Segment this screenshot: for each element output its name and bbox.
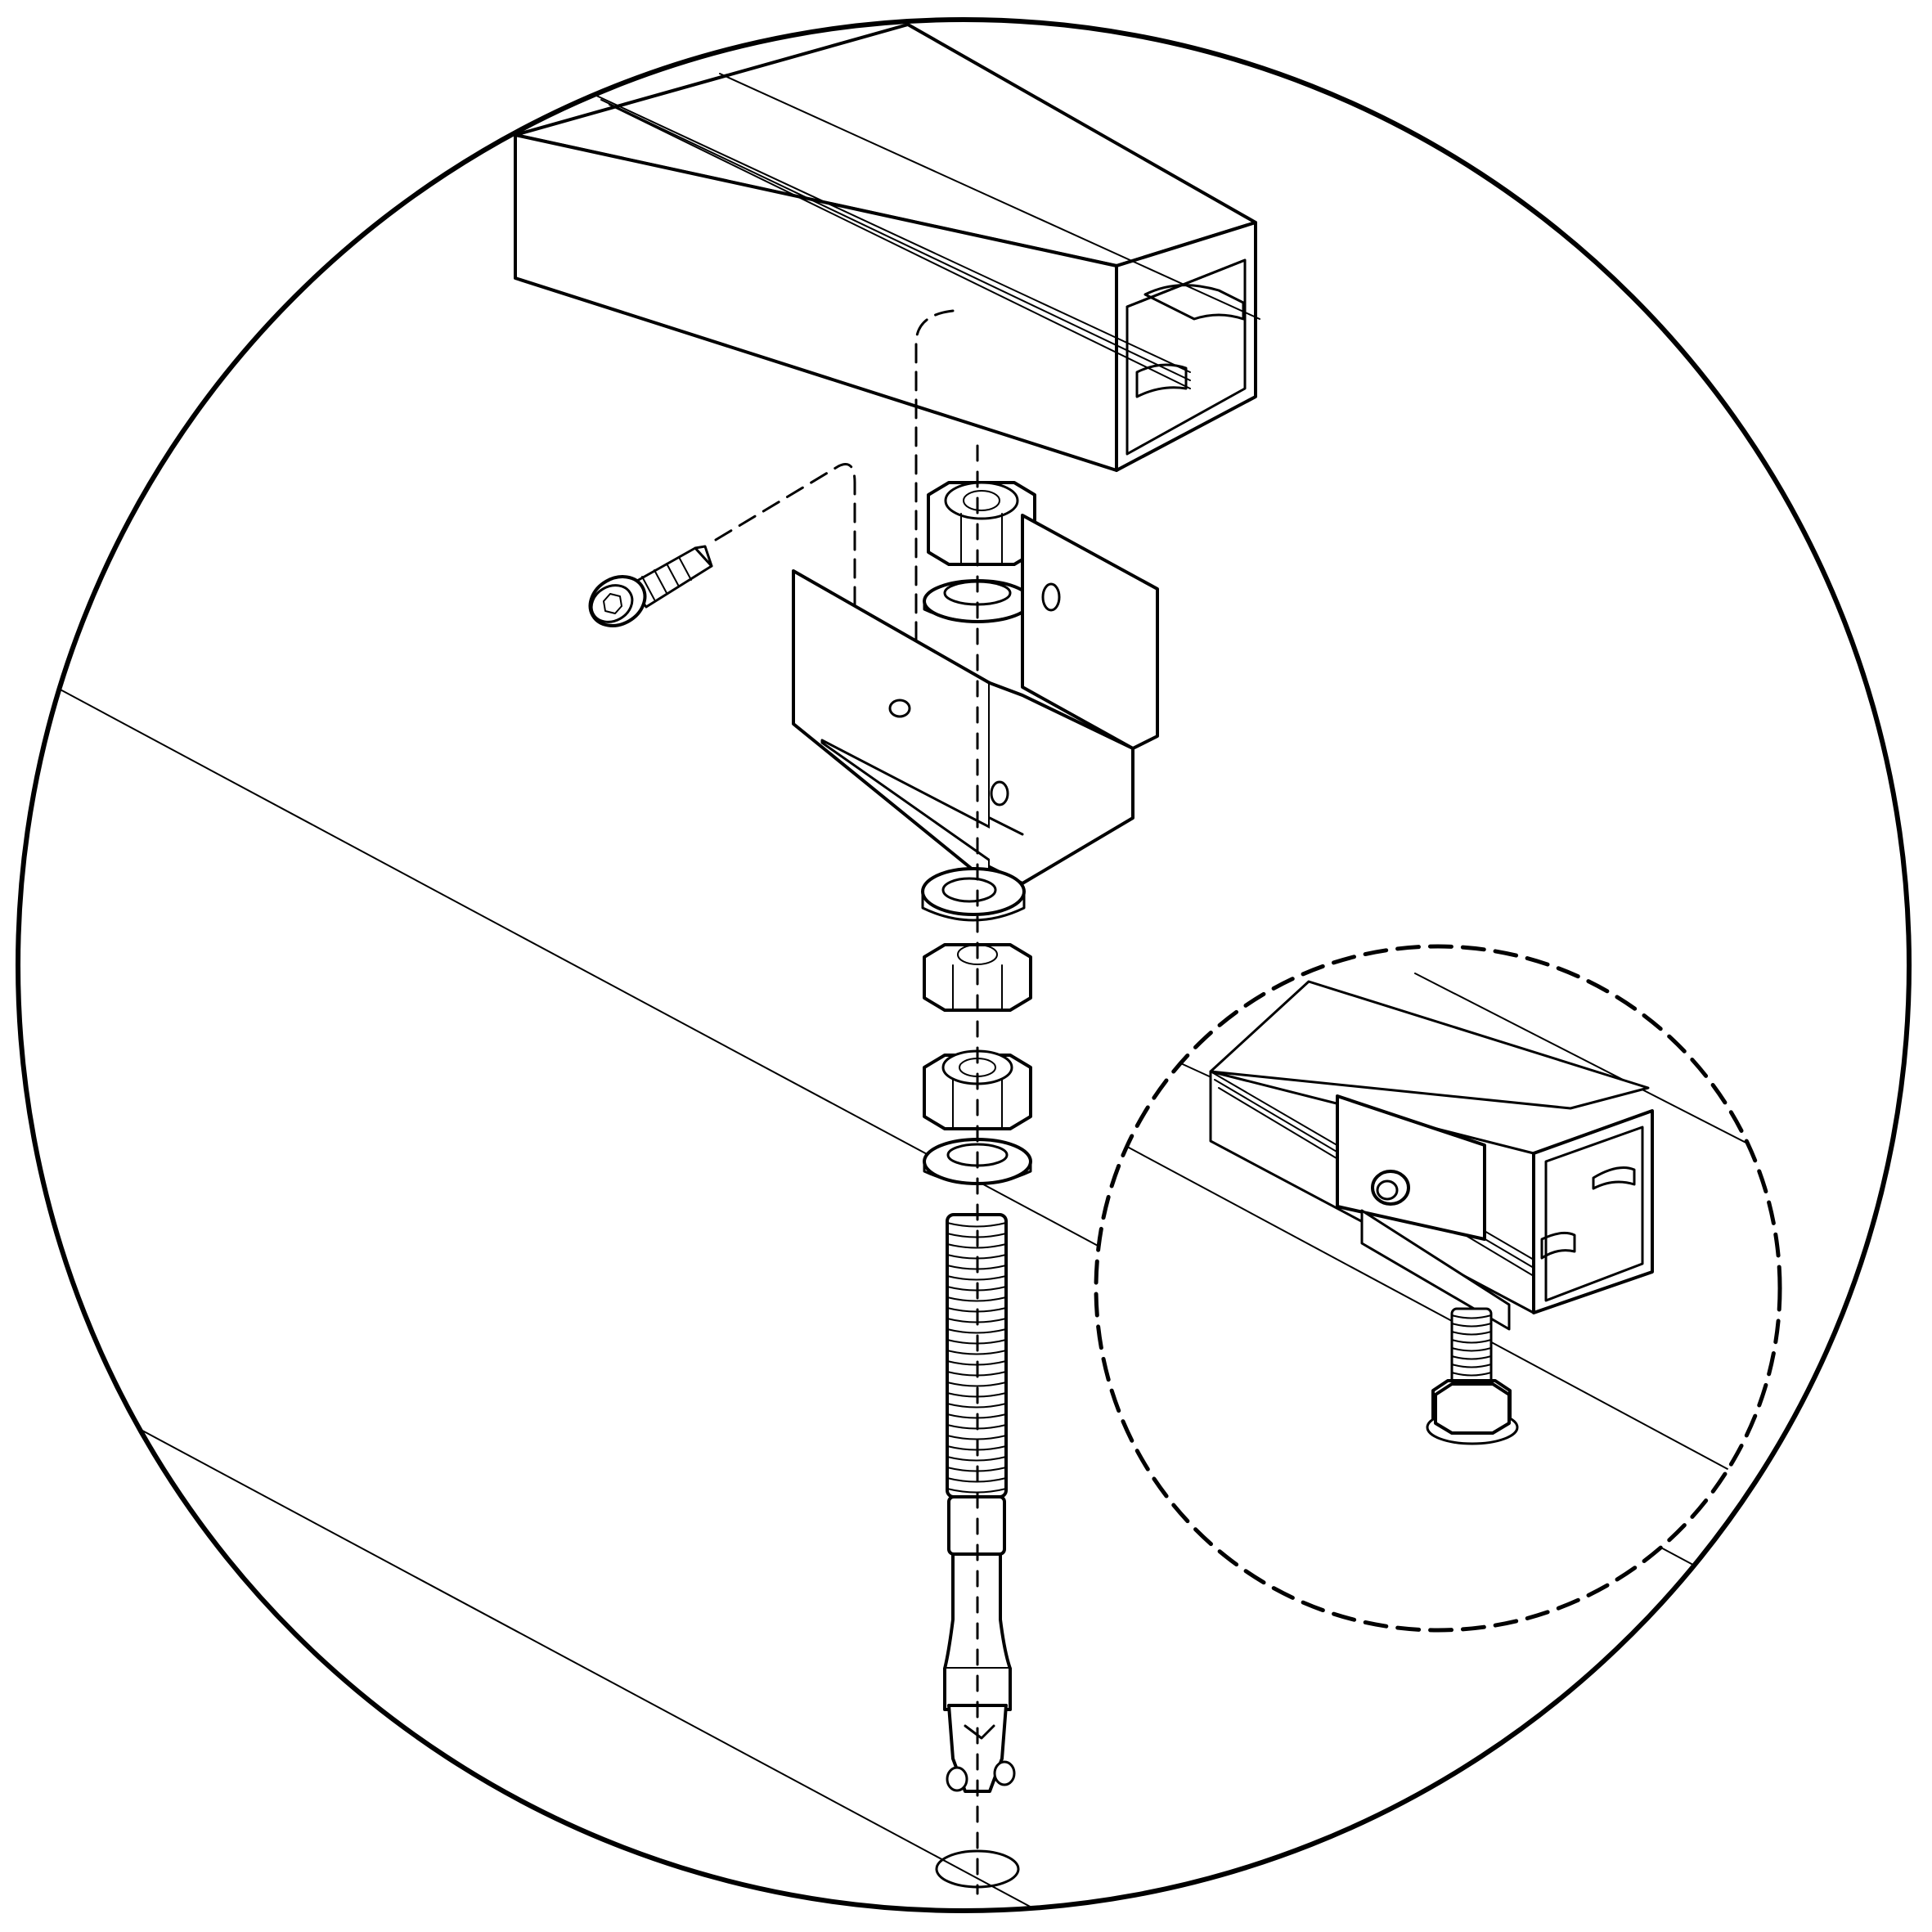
top-hex-nut <box>927 481 1036 566</box>
socket-cap-screw <box>588 545 713 627</box>
guide-line-screw <box>714 463 856 713</box>
upper-washer <box>921 867 1026 922</box>
assembled-inset <box>1094 944 1782 1633</box>
guide-line-rail <box>914 309 955 705</box>
mounting-bracket <box>792 514 1159 885</box>
expansion-anchor <box>943 1495 1016 1793</box>
lower-hex-nut <box>923 1049 1032 1130</box>
rail <box>514 23 1260 472</box>
detail-frame <box>16 17 1912 1913</box>
